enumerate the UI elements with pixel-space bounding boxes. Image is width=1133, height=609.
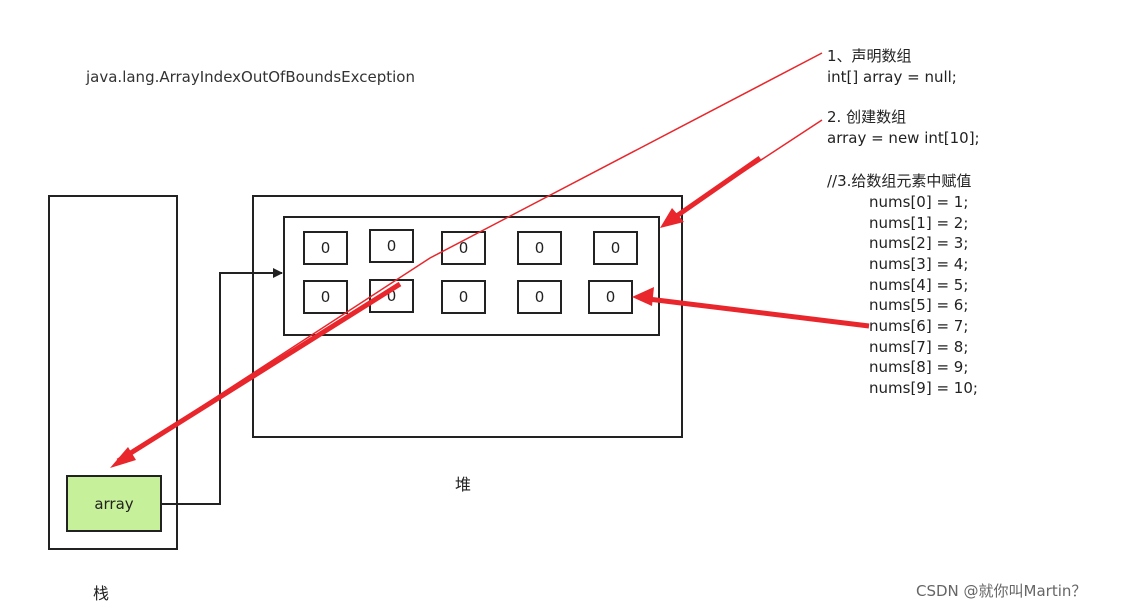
assign-line: nums[3] = 4; bbox=[869, 255, 969, 273]
declare-code: int[] array = null; bbox=[827, 68, 957, 86]
stack-frame bbox=[48, 195, 178, 550]
create-title: 2. 创建数组 bbox=[827, 108, 907, 126]
array-cell: 0 bbox=[517, 280, 562, 314]
assign-line: nums[5] = 6; bbox=[869, 296, 969, 314]
array-cell: 0 bbox=[588, 280, 633, 314]
create-to-array-arrow bbox=[660, 119, 823, 228]
assign-line: nums[2] = 3; bbox=[869, 234, 969, 252]
array-cell: 0 bbox=[369, 279, 414, 313]
exception-text: java.lang.ArrayIndexOutOfBoundsException bbox=[86, 68, 415, 86]
assign-title: //3.给数组元素中赋值 bbox=[827, 172, 972, 190]
heap-area bbox=[252, 195, 683, 438]
heap-label: 堆 bbox=[455, 475, 472, 494]
assign-line: nums[1] = 2; bbox=[869, 214, 969, 232]
declare-to-variable-arrow bbox=[110, 52, 823, 468]
assign-line: nums[0] = 1; bbox=[869, 193, 969, 211]
array-object bbox=[283, 216, 660, 336]
array-cell: 0 bbox=[303, 280, 348, 314]
array-variable-box: array bbox=[66, 475, 162, 532]
array-cell: 0 bbox=[517, 231, 562, 265]
reference-arrow bbox=[162, 268, 283, 505]
array-cell: 0 bbox=[441, 280, 486, 314]
declare-title: 1、声明数组 bbox=[827, 47, 912, 65]
assign-to-cell-arrow bbox=[632, 287, 870, 329]
assign-line: nums[9] = 10; bbox=[869, 379, 978, 397]
array-cell: 0 bbox=[593, 231, 638, 265]
assign-line: nums[6] = 7; bbox=[869, 317, 969, 335]
assign-line: nums[7] = 8; bbox=[869, 338, 969, 356]
assign-line: nums[8] = 9; bbox=[869, 358, 969, 376]
stack-label: 栈 bbox=[93, 584, 110, 603]
assign-line: nums[4] = 5; bbox=[869, 276, 969, 294]
create-code: array = new int[10]; bbox=[827, 129, 980, 147]
array-cell: 0 bbox=[369, 229, 414, 263]
array-cell: 0 bbox=[303, 231, 348, 265]
watermark: CSDN @就你叫Martin？ bbox=[916, 582, 1087, 600]
